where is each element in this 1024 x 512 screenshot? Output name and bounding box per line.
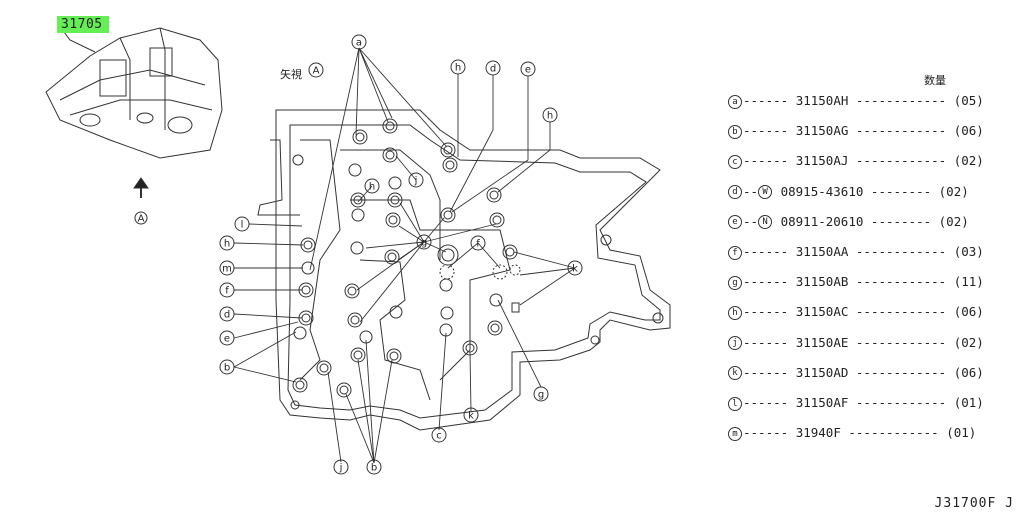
legend-key: k [728,366,742,381]
callout-j-bottom: j [339,463,343,474]
callout-g-center: g [421,238,427,249]
legend-row-b: b------ 31150AG ------------ (06) [728,123,984,139]
legend-row-e: e--N 08911-20610 -------- (02) [728,214,969,230]
callout-l-left: l [241,220,244,231]
legend-key: e [728,215,742,230]
legend-key: d [728,185,742,200]
legend-quantity: (06) [953,123,984,139]
legend-quantity: (06) [953,364,984,380]
callout-h-top-right: h [547,111,553,122]
legend-quantity: (05) [953,93,984,108]
callout-h-left: h [224,239,230,250]
legend-key: b [728,124,742,139]
legend-part-number: 31150AB [795,274,849,290]
legend-row-m: m------ 31940F ------------ (01) [728,425,976,441]
callout-a-top: a [356,38,362,49]
legend-part-number: 31150AE [795,334,849,350]
legend-row-c: c------ 31150AJ ------------ (02) [728,153,984,169]
legend-key: g [728,275,742,290]
callout-j-center: j [414,176,418,187]
legend-part-number: 31940F [795,425,841,441]
legend-part-number: 31150AD [795,364,849,380]
legend-quantity: (02) [938,213,969,229]
callout-e-left: e [224,334,230,345]
bolts [292,118,521,398]
valve-body-thumbnail [45,23,223,159]
callout-h-top: h [455,63,461,74]
legend-part-number: 08915-43610 [780,183,864,199]
legend-key: m [728,426,742,441]
callout-b-left: b [224,363,230,374]
legend-key: f [728,245,742,260]
legend-key: l [728,396,742,411]
legend-row-a: a------ 31150AH ------------ (05) [728,93,984,109]
callout-b-bottom: b [371,463,377,474]
legend-prefix: W [758,185,773,200]
legend-row-d: d--W 08915-43610 -------- (02) [728,184,969,200]
view-label: 矢視 [280,68,302,81]
legend-quantity: (06) [953,304,984,320]
legend-row-k: k------ 31150AD ------------ (06) [728,365,984,381]
quantity-header: 数量 [924,74,946,87]
legend-part-number: 31150AH [795,93,849,108]
leader-lines [233,47,576,464]
legend-quantity: (11) [953,274,984,290]
callout-k-bottom: k [468,411,474,422]
callout-g-right: g [538,390,544,401]
callout-h-center: h [369,182,375,193]
legend-row-h: h------ 31150AC ------------ (06) [728,304,984,320]
legend-row-f: f------ 31150AA ------------ (03) [728,244,984,260]
legend-key: j [728,336,742,351]
legend-part-number: 31150AF [795,395,849,410]
drawing-code: J31700F J [934,496,1014,511]
valve-body-outline [257,109,671,431]
legend-quantity: (02) [938,183,969,199]
legend-key: h [728,305,742,320]
legend-key: c [728,154,742,169]
legend-part-number: 31150AG [795,123,849,139]
legend-part-number: 31150AC [795,304,849,320]
view-letter: A [313,66,320,77]
legend-part-number: 08911-20610 [780,213,864,229]
legend-quantity: (01) [946,425,977,441]
legend-quantity: (03) [953,244,984,259]
legend-row-g: g------ 31150AB ------------ (11) [728,274,984,290]
callout-circles [219,34,583,475]
callout-f-left: f [225,286,229,297]
callout-d-top: d [490,64,496,75]
callout-m-left: m [222,264,232,275]
legend-key: a [728,94,742,109]
callout-c-bottom: c [436,431,442,442]
legend-row-j: j------ 31150AE ------------ (02) [728,335,984,351]
legend-part-number: 31150AJ [795,153,849,169]
legend-part-number: 31150AA [795,244,849,259]
arrow-letter: A [138,214,145,225]
legend-row-l: l------ 31150AF ------------ (01) [728,395,984,411]
legend-quantity: (02) [953,334,984,350]
legend-prefix: N [758,215,773,230]
callout-k-right: k [572,264,578,275]
part-number-highlight [57,16,109,33]
part-number: 31705 [61,17,103,32]
callout-f-center: f [476,239,480,250]
view-arrow [133,177,149,225]
callout-e-top: e [525,65,531,76]
legend-quantity: (01) [953,395,984,410]
legend-quantity: (02) [953,153,984,169]
callout-d-left: d [224,310,230,321]
